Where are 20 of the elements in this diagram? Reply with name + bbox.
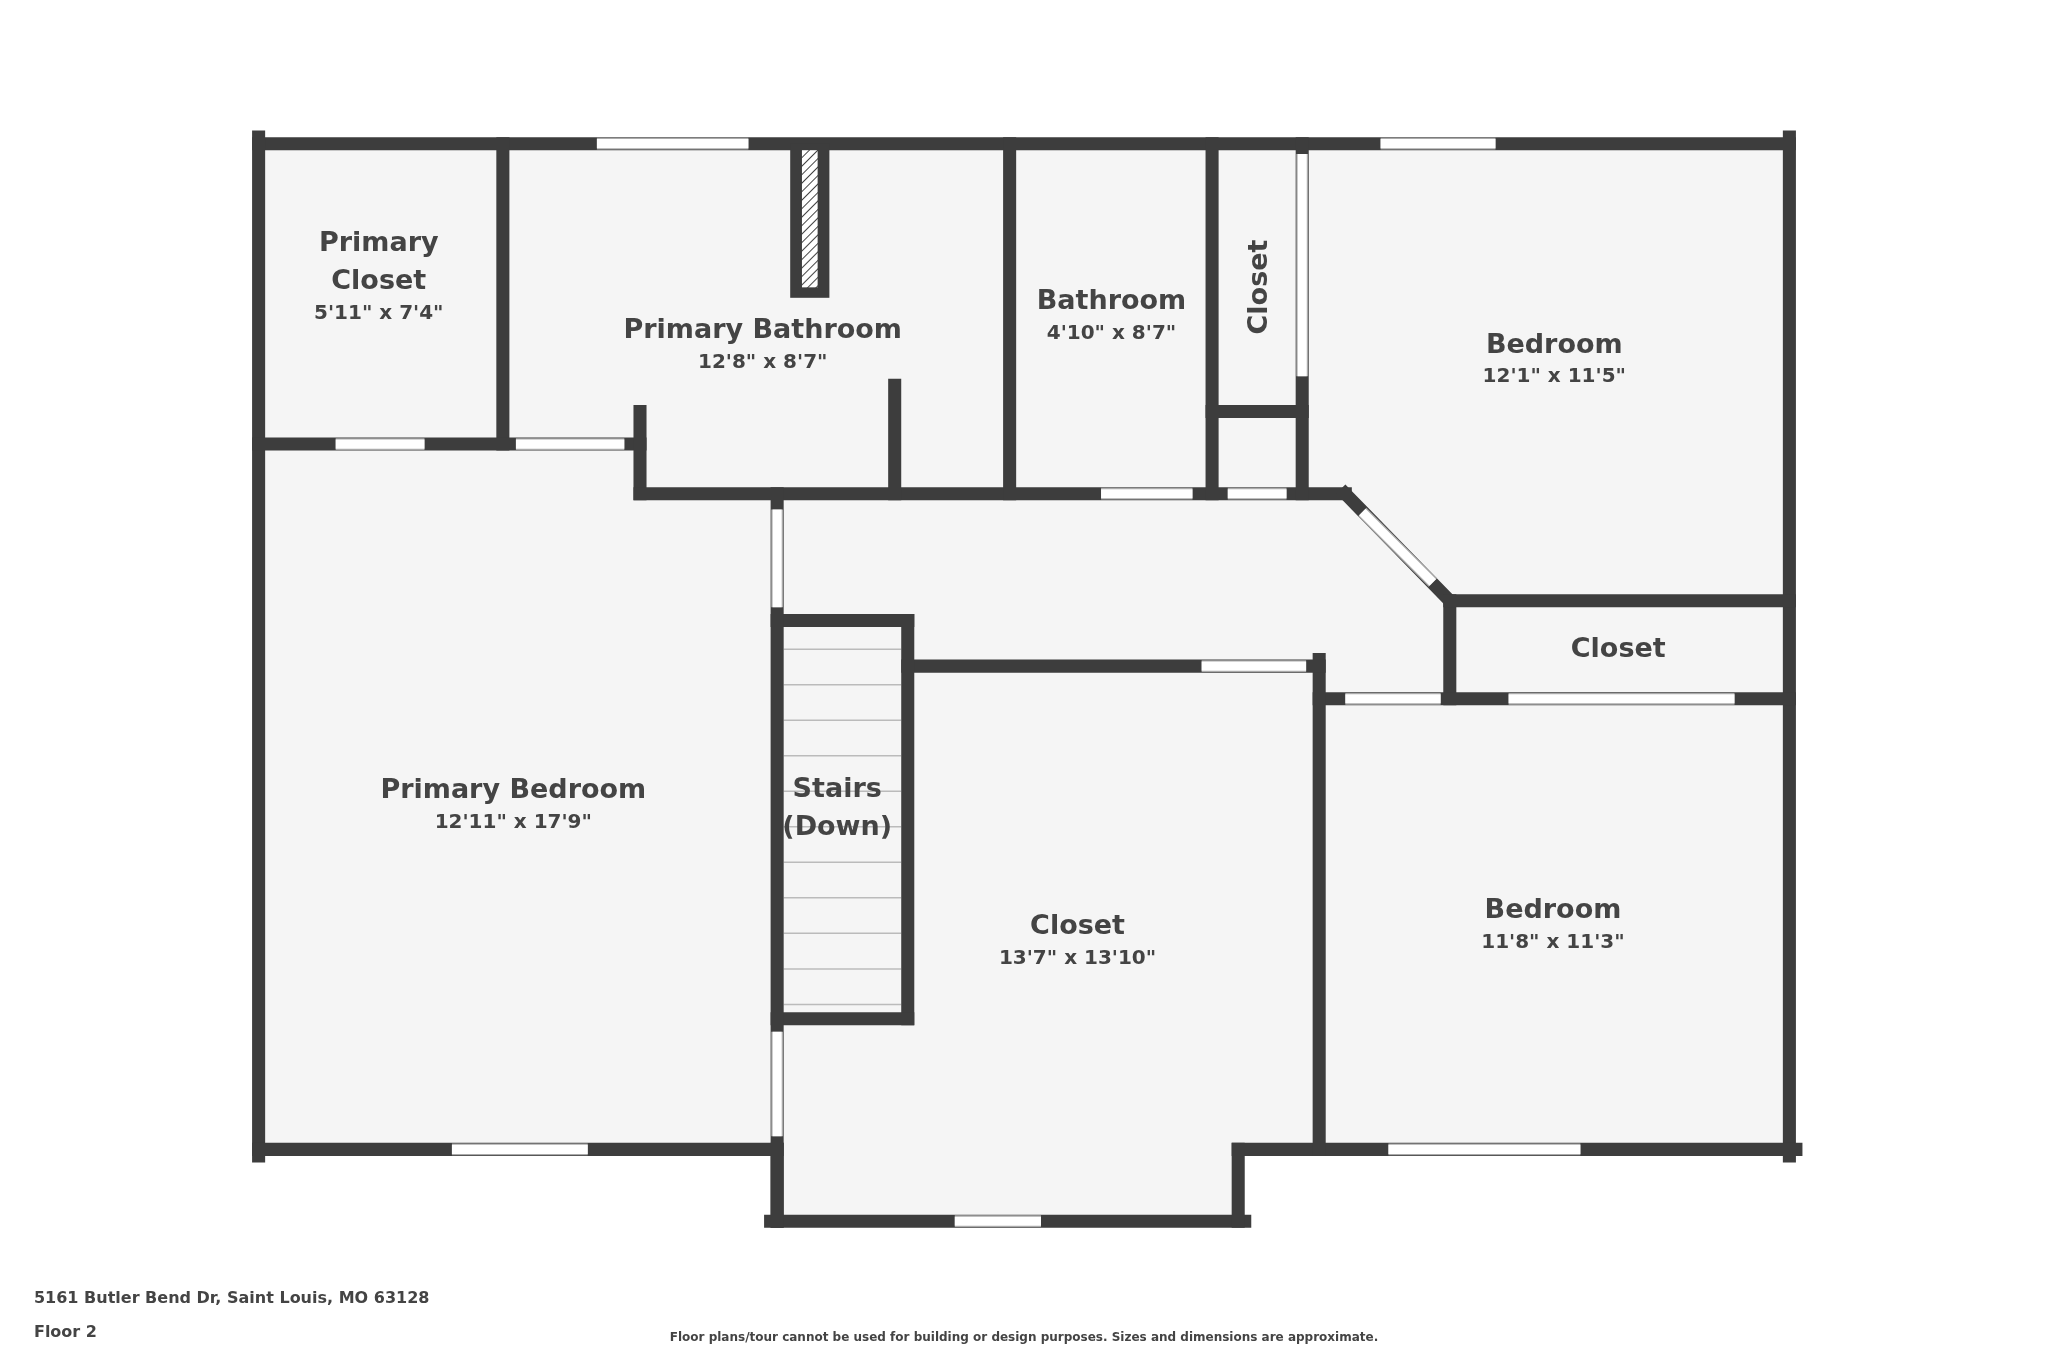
room-name: Closet: [1570, 630, 1666, 665]
room-name: Stairs (Down): [781, 771, 894, 844]
room-name: Closet: [1030, 907, 1125, 942]
room-name: Primary Bathroom: [623, 312, 902, 347]
room-dimensions: 12'8" x 8'7": [698, 348, 828, 375]
room-dimensions: 5'11" x 7'4": [314, 299, 444, 326]
room-name: Bathroom: [1036, 283, 1187, 318]
room-dimensions: 11'8" x 11'3": [1481, 928, 1625, 954]
room-name: Primary Bedroom: [380, 772, 647, 807]
room-dimensions: 12'11" x 17'9": [434, 807, 592, 834]
disclaimer-note: Floor plans/tour cannot be used for building or design purposes. Sizes and dimensions are approximate.: [669, 1329, 1379, 1344]
room-name: Primary Closet: [317, 225, 440, 298]
room-name: Closet: [1240, 239, 1274, 335]
room-name: Bedroom: [1485, 326, 1623, 361]
address-label: 5161 Butler Bend Dr, Saint Louis, MO 63128: [33, 1287, 430, 1307]
floor-label: Floor 2: [33, 1321, 97, 1341]
room-dimensions: 12'1" x 11'5": [1482, 362, 1626, 389]
room-name: Bedroom: [1484, 892, 1622, 927]
room-dimensions: 13'7" x 13'10": [998, 943, 1157, 970]
room-dimensions: 4'10" x 8'7": [1046, 319, 1177, 346]
